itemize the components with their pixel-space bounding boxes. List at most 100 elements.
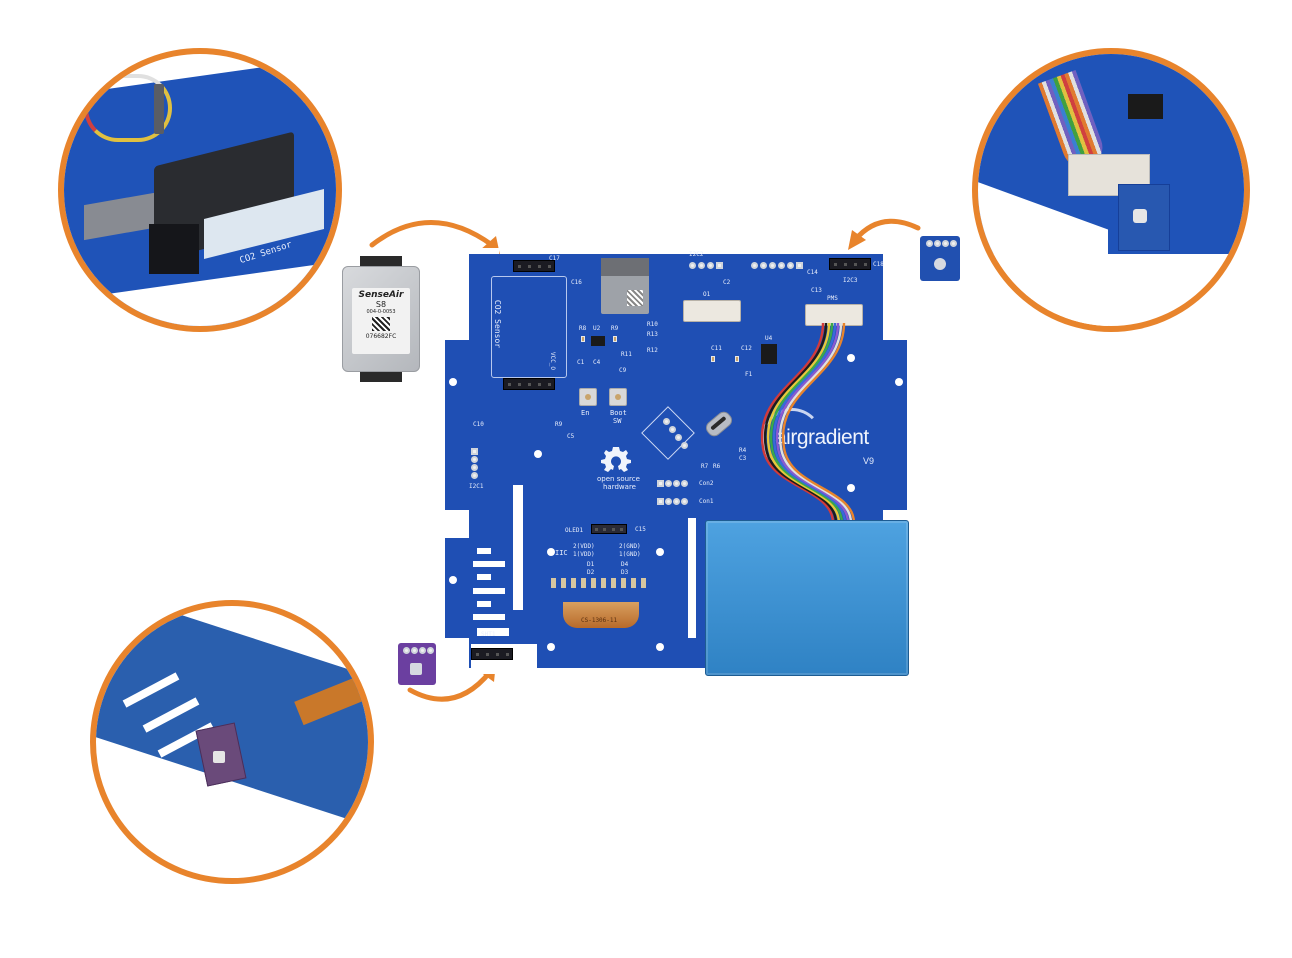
mounting-hole xyxy=(656,548,664,556)
d1-silk: D1 xyxy=(587,561,595,568)
mounting-hole xyxy=(547,548,555,556)
pcb-cutout xyxy=(583,248,683,250)
smd-part xyxy=(613,336,617,342)
vcc-out-silk: VCC_O xyxy=(549,351,557,371)
usb-c-slot xyxy=(710,415,727,431)
oled1-silk: OLED1 xyxy=(565,527,584,534)
sht-isolation-slot xyxy=(473,588,505,594)
u2-chip xyxy=(591,336,605,346)
u2-silk: U2 xyxy=(593,325,601,332)
esp32-qr xyxy=(627,290,643,306)
temp-humidity-sensor-closeup-callout xyxy=(90,600,374,884)
pms5003-particle-sensor xyxy=(705,520,909,676)
con2-pin xyxy=(673,480,680,487)
sgp-pin xyxy=(926,240,933,247)
c10-silk: C10 xyxy=(473,421,484,428)
r4-silk: R4 xyxy=(739,447,747,454)
pcb-left-tab2 xyxy=(445,538,471,638)
r13-silk: R13 xyxy=(647,331,658,338)
ext-pin xyxy=(787,262,794,269)
sht-pin xyxy=(411,647,418,654)
mounting-hole xyxy=(547,643,555,651)
mounting-hole xyxy=(449,576,457,584)
en-button-cap xyxy=(585,394,591,400)
mounting-hole xyxy=(847,354,855,362)
vdd2-silk: 2(VDD) xyxy=(573,543,595,550)
c15-silk: C15 xyxy=(635,526,646,533)
con1-pin xyxy=(665,498,672,505)
sht-pin xyxy=(419,647,426,654)
arrow-sgp41-head xyxy=(848,230,866,250)
i2c2-pin xyxy=(716,262,723,269)
oshw-line2: hardware xyxy=(603,483,636,491)
boot-button xyxy=(609,388,627,406)
r11-silk: R11 xyxy=(621,351,632,358)
c9-silk: C9 xyxy=(619,367,627,374)
ext-pin xyxy=(751,262,758,269)
oshw-gear-icon xyxy=(601,444,631,474)
rotated-pin xyxy=(675,434,682,441)
sht-isolation-slot xyxy=(477,628,509,636)
closeup-sensor-chip xyxy=(213,751,225,763)
senseair-s8-module: SenseAir S8 004-0-0053 076682FC xyxy=(342,256,420,382)
c12-silk: C12 xyxy=(741,345,752,352)
en-silk: En xyxy=(581,409,590,417)
u4-regulator xyxy=(761,344,777,364)
r9b-silk: R9 xyxy=(555,421,563,428)
c5-silk: C5 xyxy=(567,433,575,440)
r9-silk: R9 xyxy=(611,325,619,332)
airgradient-logo: airgradient xyxy=(775,426,869,449)
sht-pin xyxy=(427,647,434,654)
co2-bottom-header xyxy=(503,378,555,390)
closeup-sensor-board xyxy=(1118,184,1170,251)
oled-flex-code: CS-1306-11 xyxy=(581,617,618,624)
sgp-pin xyxy=(942,240,949,247)
d2-silk: D2 xyxy=(587,569,595,576)
pcb-cutout xyxy=(688,518,696,638)
mounting-hole xyxy=(895,378,903,386)
boot-button-cap xyxy=(615,394,621,400)
sgp41-sensor-module xyxy=(920,236,960,281)
sgp-pin xyxy=(934,240,941,247)
i2c3-silk: I2C3 xyxy=(843,277,858,284)
s8-serial: 076682FC xyxy=(365,333,397,340)
d3-silk: D3 xyxy=(621,569,629,576)
sht-isolation-slot xyxy=(477,601,491,607)
sht-isolation-slot xyxy=(473,561,505,567)
i2c1-pin xyxy=(471,472,478,479)
pcb-cutout xyxy=(513,485,523,610)
r6-silk: R6 xyxy=(713,463,721,470)
pms-ribbon-cable xyxy=(760,322,856,524)
i2c1-pin xyxy=(471,448,478,455)
rotated-pin xyxy=(669,426,676,433)
sht-isolation-slot xyxy=(477,548,491,554)
s8-label: SenseAir S8 004-0-0053 076682FC xyxy=(352,288,410,354)
con1-pin xyxy=(681,498,688,505)
pcb-cutout xyxy=(469,248,499,254)
i2c3-header xyxy=(829,258,871,270)
c16-silk: C16 xyxy=(571,279,582,286)
co2-sensor-footprint xyxy=(491,276,567,378)
c18-silk: C18 xyxy=(873,261,884,268)
oled-flex-cable xyxy=(563,602,639,628)
airgradient-pcb: CO2 Sensor C17 VCC_O C16 I2C2 C2 C14 I2C… xyxy=(443,248,909,676)
board-version: V9 xyxy=(863,456,875,466)
oled-header xyxy=(591,524,627,534)
c1-silk: C1 xyxy=(577,359,585,366)
mounting-hole xyxy=(847,484,855,492)
arrow-sgp41 xyxy=(852,218,921,243)
con1-silk: Con1 xyxy=(699,498,714,505)
closeup-header xyxy=(149,224,199,274)
r8-silk: R8 xyxy=(579,325,587,332)
s8-part: 004-0-0053 xyxy=(366,309,396,315)
d4-silk: D4 xyxy=(621,561,629,568)
r10-silk: R10 xyxy=(647,321,658,328)
rotated-pin xyxy=(663,418,670,425)
boot-silk-2: SW xyxy=(613,417,622,425)
tvoc-sensor-closeup-callout xyxy=(972,48,1250,332)
s8-brand: SenseAir xyxy=(358,290,404,300)
pcb-right-tab xyxy=(881,340,907,510)
r7-silk: R7 xyxy=(701,463,709,470)
closeup-standoff xyxy=(154,84,164,134)
c14-silk: C14 xyxy=(807,269,818,276)
